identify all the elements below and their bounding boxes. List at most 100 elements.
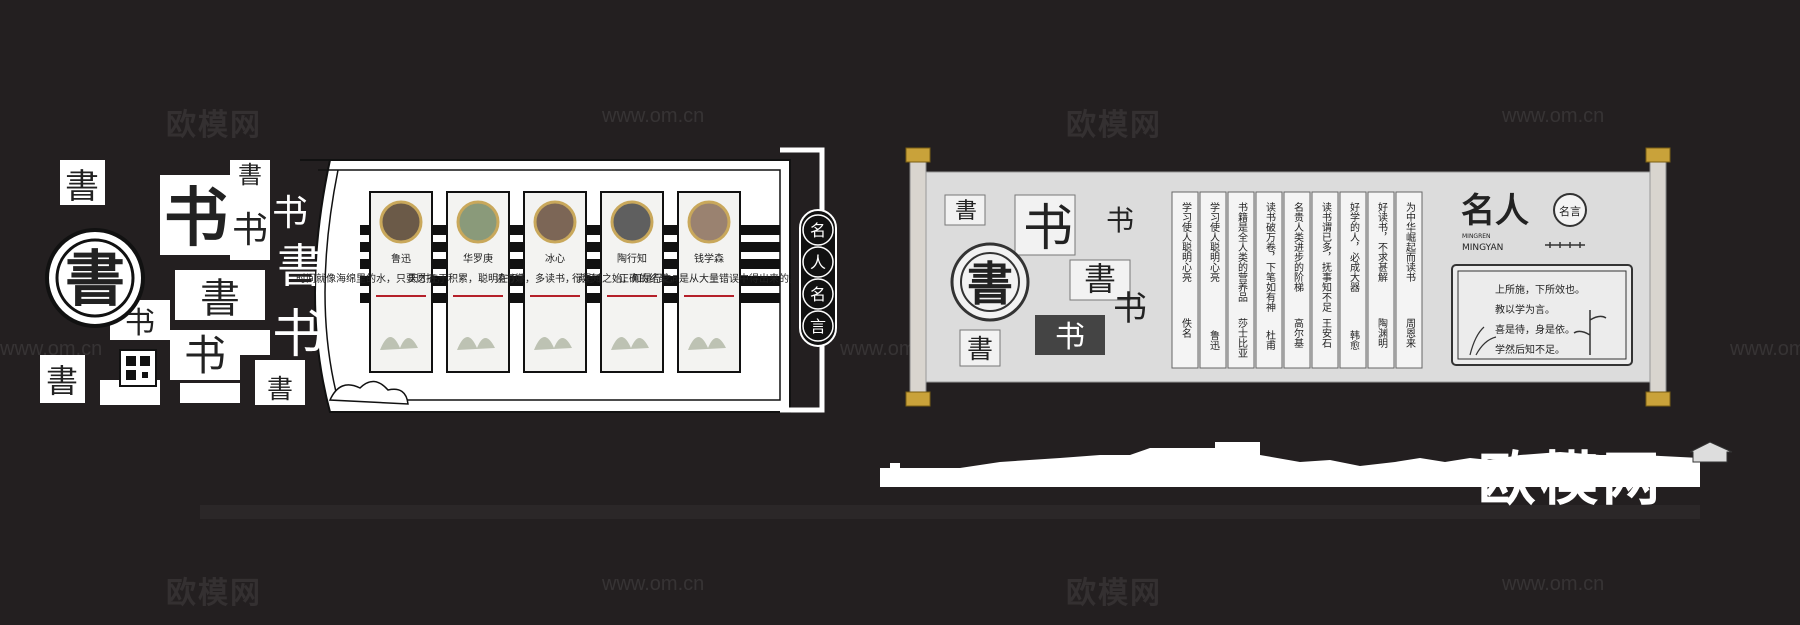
calligraphy-char: 书 — [184, 331, 226, 380]
quote-text: 学习使人聪明心亮 — [1180, 201, 1192, 283]
calligraphy-char: 书 — [164, 181, 228, 256]
watermark-brand: 欧模网 — [1066, 576, 1162, 611]
wall-title-char: 言 — [810, 317, 826, 336]
calligraphy-char: 書 — [967, 335, 993, 365]
calligraphy-char: 書 — [267, 375, 293, 405]
calligraphy-char: 書 — [1084, 260, 1116, 298]
pavilion-icon — [1545, 242, 1585, 248]
watermark-brand: 欧模网 — [166, 108, 262, 143]
calligraphy-char: 書 — [238, 161, 262, 189]
scroll-roller-right — [1649, 149, 1667, 403]
quote-columns: 学习使人聪明心亮 佚名 学习使人聪明心亮 鲁迅 书籍是全人类的营养品 莎士比亚 … — [1171, 191, 1423, 369]
scroll-seal: 名言 — [1559, 204, 1581, 218]
quote-author: 鲁迅 — [1208, 329, 1220, 351]
quote-author: 韩愈 — [1348, 329, 1360, 350]
calligraphy-char: 書 — [967, 257, 1013, 311]
calligraphy-char: 书 — [1023, 199, 1073, 257]
quote-text: 读书破万卷，下笔如有神 — [1264, 201, 1276, 313]
right-scroll: 書 书 書 书 书 書 書 书 学习使人聪明心亮 佚名 学习使人聪明心亮 鲁迅 … — [905, 147, 1671, 407]
calligraphy-char: 书 — [272, 305, 324, 365]
quote-text: 好读书，不求甚解 — [1376, 202, 1388, 283]
quote-text: 为中华崛起而读书 — [1404, 202, 1416, 283]
quote-text: 读书谓已多，抚事知不足 — [1320, 201, 1332, 313]
portrait-panel: 钱学森 正确的结果，是从大量错误中得出来的。 — [619, 191, 799, 373]
person-name: 华罗庚 — [463, 252, 493, 265]
calligraphy-collage: 書 書 书 書 书 書 书 書 书 书 书 書 書 — [40, 160, 324, 405]
scroll-collage: 書 书 書 书 书 書 書 书 — [944, 194, 1147, 367]
calligraphy-char: 書 — [955, 199, 977, 224]
wall-title-char: 人 — [810, 253, 826, 272]
watermark-url: www.om.cn — [1730, 338, 1800, 360]
person-quote: 读书好，多读书，读好书。 — [495, 272, 615, 285]
calligraphy-char: 書 — [65, 245, 125, 315]
pinyin-line: MINGREN — [1462, 233, 1491, 240]
portrait-photo — [687, 200, 731, 244]
portrait-panels: 鲁迅 时间就像海绵里的水，只要愿挤，总还是有的。 华罗庚 天才在于积累，聪明在于… — [296, 191, 799, 373]
person-name: 鲁迅 — [391, 252, 411, 265]
quote-author: 佚名 — [1180, 317, 1192, 339]
calligraphy-char: 书 — [1113, 289, 1147, 329]
calligraphy-char: 書 — [277, 239, 323, 293]
person-name: 冰心 — [545, 252, 565, 265]
watermark-url: www.om.cn — [1502, 573, 1605, 595]
portrait-panel: 华罗庚 天才在于积累，聪明在于勤奋。 — [408, 191, 548, 373]
scroll-title-block: 名人 名言 MINGREN MINGYAN — [1461, 191, 1587, 253]
wall-title-char: 名 — [810, 285, 826, 304]
calligraphy-char: 書 — [65, 167, 99, 207]
calligraphy-char: 书 — [232, 210, 268, 251]
big-watermark-brand: 欧模网 — [1478, 445, 1665, 513]
person-quote: 行是知之始，知是行之成。 — [572, 272, 692, 285]
pinyin-line: MINGYAN — [1462, 243, 1503, 253]
watermark-url: www.om.cn — [0, 338, 103, 360]
portrait-photo — [610, 200, 654, 244]
person-name: 钱学森 — [694, 252, 724, 265]
watermark-brand: 欧模网 — [166, 576, 262, 611]
wall-title-pill — [799, 209, 837, 347]
poem-line: 教以学为言。 — [1495, 303, 1555, 316]
quote-text: 学习使人聪明心亮 — [1208, 201, 1220, 283]
left-wall: 名 人 名 言 書 書 书 書 书 書 书 書 书 — [40, 147, 837, 413]
quote-author: 周恩来 — [1404, 318, 1416, 349]
poem-box: 上所施，下所效也。 教以学为言。 喜是待，身是依。 学然后知不足。 — [1451, 264, 1633, 366]
calligraphy-char: 書 — [200, 276, 240, 322]
quote-author: 陶渊明 — [1376, 317, 1388, 349]
quote-author: 高尔基 — [1292, 317, 1304, 348]
floor-shadow — [200, 505, 1700, 519]
poem-line: 上所施，下所效也。 — [1495, 283, 1585, 296]
qr-code — [119, 349, 157, 387]
wall-title-char: 名 — [810, 221, 826, 240]
quote-text: 好学的人，必成大器 — [1348, 202, 1360, 293]
great-wall-silhouette — [880, 442, 1700, 487]
gate-tower-icon — [1689, 441, 1733, 463]
calligraphy-char: 书 — [1055, 320, 1085, 355]
watermark-url: www.om.cn — [1502, 105, 1605, 127]
person-quote: 天才在于积累，聪明在于勤奋。 — [408, 272, 548, 285]
calligraphy-char: 書 — [46, 362, 78, 400]
quote-author: 杜甫 — [1264, 329, 1276, 351]
bamboo-icon — [1573, 310, 1607, 355]
scroll-title: 名人 — [1461, 191, 1529, 231]
watermark-brand: 欧模网 — [1066, 108, 1162, 143]
portrait-photo — [533, 200, 577, 244]
poem-line: 喜是待，身是依。 — [1495, 323, 1575, 336]
quote-author: 王安石 — [1320, 318, 1332, 348]
calligraphy-char: 书 — [125, 306, 155, 341]
person-quote: 正确的结果，是从大量错误中得出来的。 — [619, 272, 799, 285]
quote-text: 书籍是全人类的营养品 — [1236, 202, 1248, 303]
scroll-roller-left — [909, 149, 927, 403]
cloud-ornament — [328, 380, 409, 405]
portrait-photo — [379, 200, 423, 244]
person-name: 陶行知 — [617, 252, 647, 265]
portrait-panel: 冰心 读书好，多读书，读好书。 — [495, 191, 615, 373]
portrait-photo — [456, 200, 500, 244]
calligraphy-char: 书 — [272, 193, 308, 234]
poem-line: 学然后知不足。 — [1495, 343, 1565, 356]
watermark-url: www.om.cn — [602, 573, 705, 595]
orchid-icon — [1469, 326, 1497, 356]
calligraphy-char: 书 — [1106, 204, 1134, 237]
quote-author: 莎士比亚 — [1236, 317, 1248, 358]
watermark-url: www.om.cn — [602, 105, 705, 127]
quote-text: 名贵人类进步的阶梯 — [1292, 201, 1304, 293]
portrait-panel: 陶行知 行是知之始，知是行之成。 — [572, 191, 692, 373]
